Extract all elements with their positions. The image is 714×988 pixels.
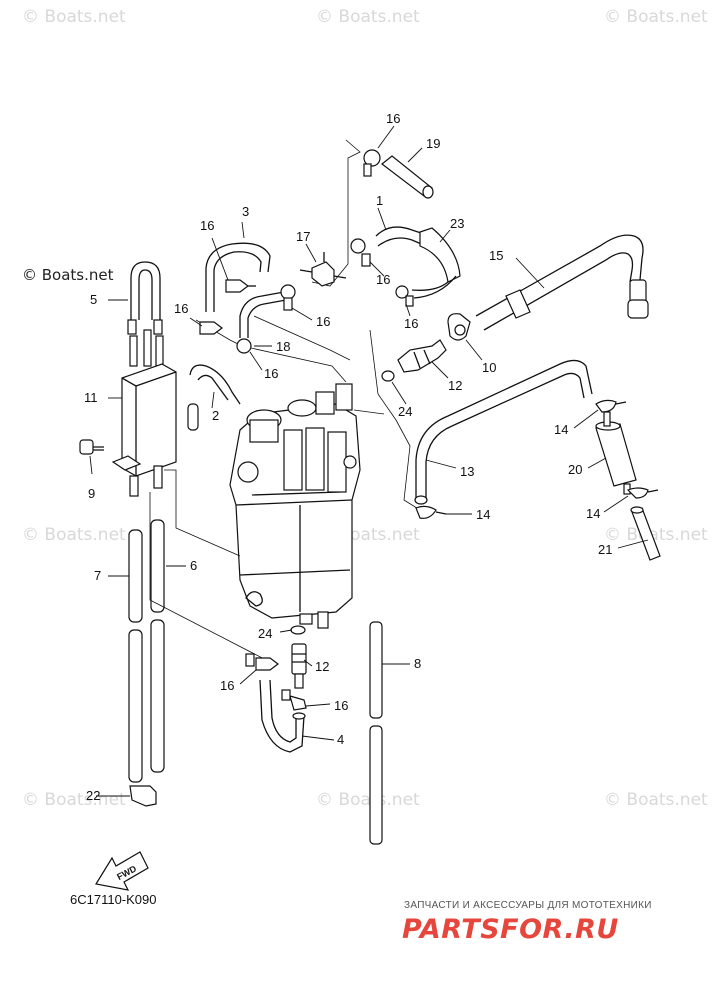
watermark: © Boats.net bbox=[22, 525, 126, 545]
callout-2: 2 bbox=[212, 408, 219, 423]
watermark: © Boats.net bbox=[22, 7, 126, 27]
callout-16-top: 16 bbox=[386, 111, 400, 126]
callout-12-lower: 12 bbox=[315, 659, 329, 674]
callout-7: 7 bbox=[94, 568, 101, 583]
shop-tagline: ЗАПЧАСТИ И АКСЕССУАРЫ ДЛЯ МОТОТЕХНИКИ bbox=[404, 900, 652, 911]
callout-18: 18 bbox=[276, 339, 290, 354]
inline-filter-20 bbox=[595, 411, 637, 495]
watermark: © Boats.net bbox=[604, 525, 708, 545]
callout-16-mid: 16 bbox=[264, 366, 278, 381]
vapor-separator bbox=[229, 383, 361, 629]
hose-15 bbox=[475, 234, 649, 331]
callout-24-lower: 24 bbox=[258, 626, 272, 641]
watermark: © Boats.net bbox=[22, 790, 126, 810]
watermark: © Boats.net bbox=[316, 790, 420, 810]
fwd-arrow-icon: FWD bbox=[95, 851, 149, 891]
leader-lines bbox=[89, 125, 649, 797]
callout-9: 9 bbox=[88, 486, 95, 501]
callout-23: 23 bbox=[450, 216, 464, 231]
fuel-filter-11 bbox=[121, 261, 177, 497]
watermark: © Boats.net bbox=[604, 790, 708, 810]
hoses-6-7 bbox=[128, 519, 165, 783]
callout-labels: 1 2 3 4 5 6 7 8 9 10 11 12 12 13 14 14 1… bbox=[84, 111, 612, 803]
callout-16-hose3: 16 bbox=[200, 218, 214, 233]
callout-1: 1 bbox=[376, 193, 383, 208]
watermarks: © Boats.net © Boats.net © Boats.net © Bo… bbox=[22, 7, 708, 810]
callout-14-lower-right: 14 bbox=[586, 506, 600, 521]
callout-14-upper-right: 14 bbox=[554, 422, 568, 437]
callout-16-left: 16 bbox=[174, 301, 188, 316]
callout-8: 8 bbox=[414, 656, 421, 671]
callout-21: 21 bbox=[598, 542, 612, 557]
diagram-code: 6C17110-K090 bbox=[70, 892, 157, 907]
callout-14-center: 14 bbox=[476, 507, 490, 522]
connector-12-lower bbox=[291, 643, 307, 689]
callout-16-right: 16 bbox=[376, 272, 390, 287]
callout-15: 15 bbox=[489, 248, 503, 263]
callout-13: 13 bbox=[460, 464, 474, 479]
callout-20: 20 bbox=[568, 462, 582, 477]
callout-17: 17 bbox=[296, 229, 310, 244]
callout-11: 11 bbox=[84, 390, 98, 405]
watermark: © Boats.net bbox=[316, 7, 420, 27]
callout-16-bottom-left: 16 bbox=[220, 678, 234, 693]
callout-5: 5 bbox=[90, 292, 97, 307]
callout-6: 6 bbox=[190, 558, 197, 573]
callout-16-clamp: 16 bbox=[404, 316, 418, 331]
callout-19: 19 bbox=[426, 136, 440, 151]
watermark-main: © Boats.net bbox=[22, 266, 114, 284]
callout-22: 22 bbox=[86, 788, 100, 803]
callout-16-tee: 16 bbox=[316, 314, 330, 329]
callout-16-bottom-right: 16 bbox=[334, 698, 348, 713]
shop-logo: PARTSFOR.RU bbox=[402, 914, 619, 945]
callout-3: 3 bbox=[242, 204, 249, 219]
callout-10: 10 bbox=[482, 360, 496, 375]
callout-12-upper: 12 bbox=[448, 378, 462, 393]
callout-24-upper: 24 bbox=[398, 404, 412, 419]
bolt-9 bbox=[79, 439, 104, 455]
callout-4: 4 bbox=[337, 732, 344, 747]
watermark: © Boats.net bbox=[604, 7, 708, 27]
